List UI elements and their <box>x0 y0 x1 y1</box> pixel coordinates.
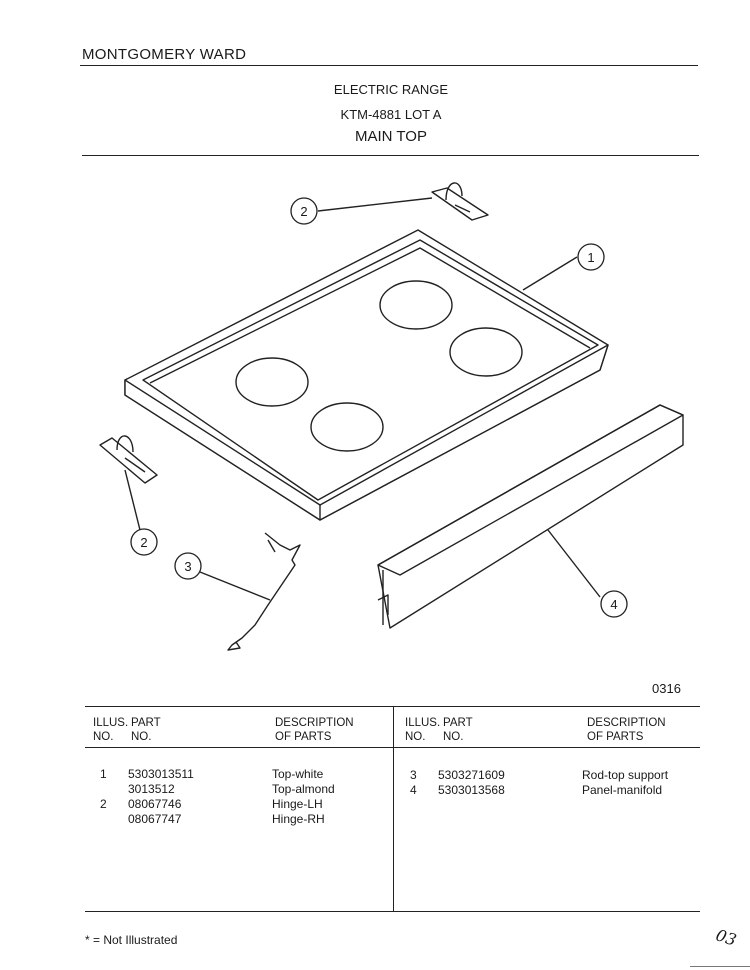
hinge-rh-part <box>431 182 489 221</box>
table-row: Panel-manifold <box>582 783 663 797</box>
header-rule <box>80 65 698 66</box>
table-row: 3013512 <box>128 782 175 796</box>
svg-text:4: 4 <box>610 597 617 612</box>
callout-4: 4 <box>600 590 628 618</box>
main-top-part <box>124 229 609 521</box>
table-divider <box>393 706 394 912</box>
handwritten-mark: 03 <box>713 925 739 950</box>
table-row: Top-almond <box>272 782 335 796</box>
burner-hole <box>235 357 309 407</box>
title-rule <box>82 155 699 156</box>
callout-2-left: 2 <box>130 528 158 556</box>
burner-hole <box>310 402 384 452</box>
svg-text:3: 3 <box>184 559 191 574</box>
table-row: Top-white <box>272 767 324 781</box>
product-title: ELECTRIC RANGE <box>333 82 449 97</box>
rod-part <box>227 532 301 651</box>
burner-hole <box>379 280 453 330</box>
footnote: * = Not Illustrated <box>85 933 178 947</box>
table-row: 3 <box>410 768 417 782</box>
table-row: 2 <box>100 797 107 811</box>
right-header-illus: ILLUS.NO. <box>405 717 441 743</box>
section-title: MAIN TOP <box>355 128 427 145</box>
burner-hole <box>449 327 523 377</box>
table-row: Rod-top support <box>582 768 669 782</box>
svg-text:2: 2 <box>140 535 147 550</box>
diagram-code: 0316 <box>652 681 681 696</box>
callout-2-top: 2 <box>290 197 318 225</box>
model-number: KTM-4881 LOT A <box>340 107 442 122</box>
callout-1: 1 <box>577 243 605 271</box>
table-row: 5303271609 <box>438 768 505 782</box>
table-header-rule <box>85 747 700 748</box>
table-row: 08067746 <box>128 797 182 811</box>
table-row: 5303013511 <box>128 767 194 781</box>
parts-diagram: 2 1 2 3 4 <box>99 182 684 651</box>
svg-text:1: 1 <box>587 250 594 265</box>
callout-3: 3 <box>174 552 202 580</box>
table-bottom-rule <box>85 911 700 912</box>
table-row: 5303013568 <box>438 783 505 797</box>
table-row: 4 <box>410 783 417 797</box>
brand-name: MONTGOMERY WARD <box>82 46 247 63</box>
table-top-rule <box>85 706 700 707</box>
hinge-lh-part <box>99 435 158 484</box>
table-row: 1 <box>100 767 107 781</box>
left-header-illus: ILLUS.NO. <box>93 717 129 743</box>
table-row: Hinge-RH <box>272 812 325 826</box>
manifold-panel-part <box>377 404 684 629</box>
table-row: Hinge-LH <box>272 797 323 811</box>
table-row: 08067747 <box>128 812 182 826</box>
svg-text:2: 2 <box>300 204 307 219</box>
corner-mark <box>690 966 750 967</box>
